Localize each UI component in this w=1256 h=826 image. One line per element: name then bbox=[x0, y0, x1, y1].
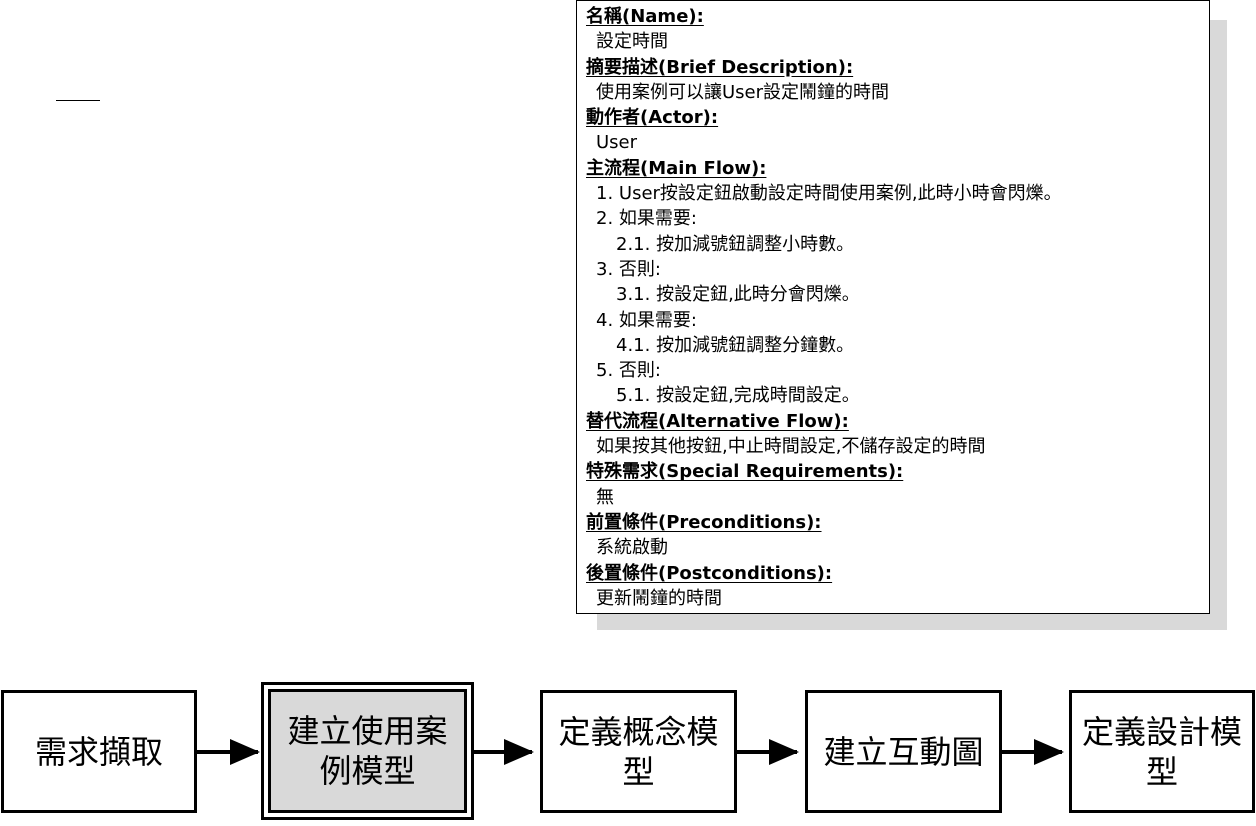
step-label: 例模型 bbox=[319, 752, 416, 790]
step-build-use-case-model: 建立使用案 例模型 bbox=[261, 682, 474, 820]
step-label: 建立使用案 bbox=[287, 712, 448, 750]
flow-arrow bbox=[737, 739, 799, 765]
step-label: 定義設計模 bbox=[1081, 712, 1242, 751]
postconditions-value: 更新鬧鐘的時間 bbox=[596, 587, 722, 609]
step-label: 型 bbox=[622, 752, 655, 791]
step-label: 定義概念模 bbox=[558, 712, 719, 751]
short-rule bbox=[56, 100, 100, 101]
preconditions-heading: 前置條件(Preconditions): bbox=[586, 511, 822, 533]
name-heading: 名稱(Name): bbox=[586, 6, 704, 27]
main-flow-substep: 4.1. 按加減號鈕調整分鐘數。 bbox=[616, 334, 855, 356]
main-flow-substep: 5.1. 按設定鈕,完成時間設定。 bbox=[616, 385, 860, 407]
alternative-flow-value: 如果按其他按鈕,中止時間設定,不儲存設定的時間 bbox=[596, 436, 986, 458]
step-label: 型 bbox=[1145, 752, 1178, 791]
flow-arrow bbox=[1002, 739, 1064, 765]
flow-arrow bbox=[197, 739, 260, 765]
flow-arrow bbox=[474, 739, 534, 765]
name-value: 設定時間 bbox=[596, 31, 668, 53]
step-define-design-model: 定義設計模 型 bbox=[1069, 690, 1255, 813]
actor-heading: 動作者(Actor): bbox=[586, 107, 719, 129]
main-flow-substep: 3.1. 按設定鈕,此時分會閃爍。 bbox=[616, 284, 860, 306]
main-flow-step: 2. 如果需要: bbox=[596, 208, 697, 230]
main-flow-step: 1. User按設定鈕啟動設定時間使用案例,此時小時會閃爍。 bbox=[596, 183, 1062, 205]
main-flow-step: 5. 否則: bbox=[596, 360, 661, 382]
main-flow-step: 4. 如果需要: bbox=[596, 309, 697, 331]
description-heading: 摘要描述(Brief Description): bbox=[586, 56, 854, 78]
actor-value: User bbox=[596, 132, 638, 154]
postconditions-heading: 後置條件(Postconditions): bbox=[586, 562, 833, 584]
alternative-flow-heading: 替代流程(Alternative Flow): bbox=[586, 410, 849, 432]
main-flow-heading: 主流程(Main Flow): bbox=[586, 157, 767, 179]
use-case-spec-panel: 名稱(Name): 設定時間 摘要描述(Brief Description): … bbox=[576, 0, 1210, 614]
step-define-concept-model: 定義概念模 型 bbox=[540, 690, 737, 813]
special-requirements-value: 無 bbox=[596, 486, 614, 508]
step-label: 需求擷取 bbox=[34, 732, 163, 771]
main-flow-step: 3. 否則: bbox=[596, 258, 661, 280]
description-value: 使用案例可以讓User設定鬧鐘的時間 bbox=[596, 81, 890, 103]
main-flow-substep: 2.1. 按加減號鈕調整小時數。 bbox=[616, 233, 855, 255]
preconditions-value: 系統啟動 bbox=[596, 537, 668, 559]
step-requirements-capture: 需求擷取 bbox=[1, 690, 197, 813]
step-label: 建立互動圖 bbox=[823, 732, 984, 771]
step-build-interaction-diagram: 建立互動圖 bbox=[805, 690, 1002, 813]
special-requirements-heading: 特殊需求(Special Requirements): bbox=[586, 461, 904, 483]
